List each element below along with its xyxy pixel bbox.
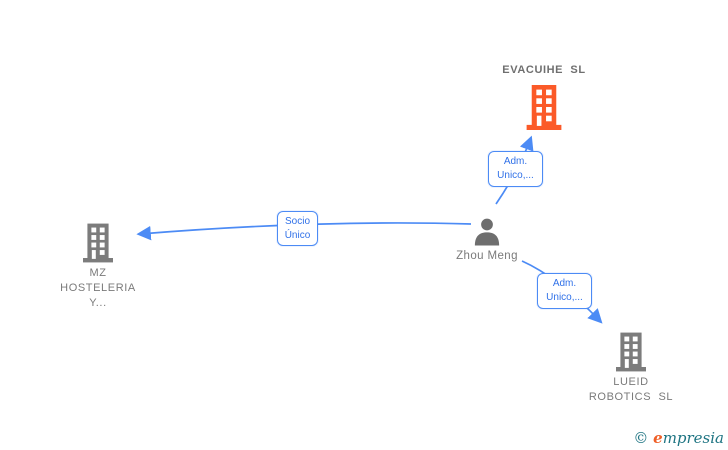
person-icon[interactable] [473, 217, 501, 246]
person-name: Zhou Meng [456, 250, 518, 262]
relationship-box-adm-unico-lueid[interactable]: Adm. Unico,... [537, 273, 592, 309]
company-node-evacuihe[interactable]: EVACUIHE SL [464, 63, 624, 130]
brand-initial: e [653, 429, 663, 447]
company-node-mz[interactable]: MZ HOSTELERIA Y... [38, 222, 158, 311]
company-name-evacuihe: EVACUIHE SL [502, 64, 586, 76]
brand-name: mpresia [662, 429, 724, 447]
person-node-zhou-meng[interactable]: Zhou Meng [431, 217, 543, 262]
building-icon[interactable] [83, 222, 113, 264]
building-icon[interactable] [616, 331, 646, 373]
relationship-box-socio-unico[interactable]: Socio Único [277, 211, 318, 246]
empresia-watermark: © empresia [633, 429, 724, 447]
building-icon[interactable] [525, 85, 563, 130]
copyright-symbol: © [633, 429, 654, 447]
company-name-mz: MZ HOSTELERIA Y... [60, 267, 136, 309]
relationship-box-adm-unico-evacuihe[interactable]: Adm. Unico,... [488, 151, 543, 187]
company-node-lueid[interactable]: LUEID ROBOTICS SL [566, 331, 696, 405]
company-name-lueid: LUEID ROBOTICS SL [588, 376, 674, 403]
